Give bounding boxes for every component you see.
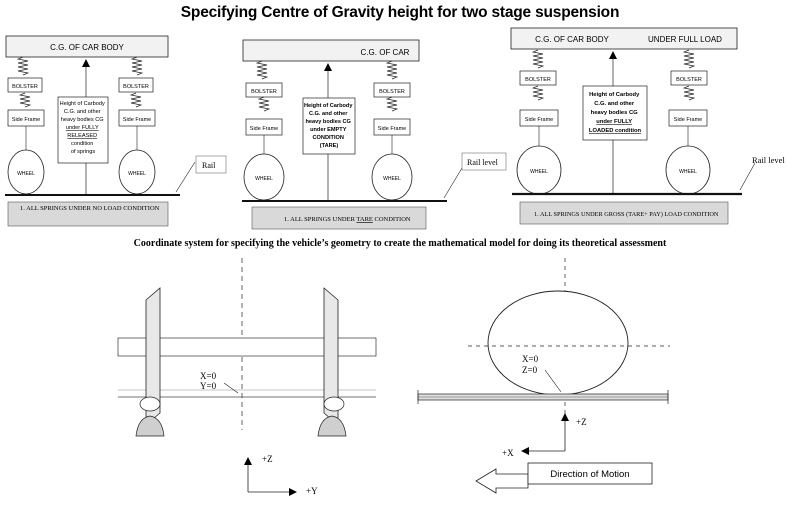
cg-note: Height of Carbody C.G. and other heavy b…: [589, 92, 642, 134]
bolster-right-label: BOLSTER: [379, 89, 405, 95]
origin-pointer: [544, 369, 562, 393]
panel-full-load: C.G. OF CAR BODY UNDER FULL LOAD BOLSTER…: [510, 27, 785, 225]
y-axis-label: +Y: [306, 486, 318, 496]
rail-label-box: [461, 152, 507, 171]
wheel-profile: [487, 290, 629, 396]
spring-upper-right: [682, 49, 696, 69]
origin-x-label: X=0: [200, 371, 217, 381]
spring-lower-right: [682, 85, 696, 101]
bolster-right: [670, 70, 708, 86]
wheel-left-label: WHEEL: [530, 169, 548, 175]
condition-box: [7, 201, 169, 227]
panel-tare: C.G. OF CAR BOLSTER BOLSTER Side Frame S…: [242, 39, 507, 230]
direction-of-motion-label: Direction of Motion: [550, 469, 629, 480]
condition-label: 1. ALL SPRINGS UNDER NO LOAD CONDITION: [20, 205, 160, 212]
wheel-right-label: WHEEL: [383, 176, 401, 182]
rail-pointer: [175, 161, 196, 193]
condition-label: 1. ALL SPRINGS UNDER TARE CONDITION: [284, 216, 411, 223]
bolster-right-label: BOLSTER: [123, 84, 149, 90]
wheel-left-label: WHEEL: [255, 176, 273, 182]
cg-note-box: [302, 97, 356, 155]
spring-upper-right: [130, 56, 144, 76]
bolster-left: [519, 70, 557, 86]
left-side-frame: [145, 287, 161, 426]
condition-box: [251, 206, 427, 230]
car-body-label: C.G. OF CAR BODY: [50, 43, 124, 52]
cg-note: Height of Carbody C.G. and other heavy b…: [60, 101, 107, 155]
car-body-label-2: UNDER FULL LOAD: [648, 35, 722, 44]
side-frame-left-label: Side Frame: [250, 126, 278, 132]
bolster-left-label: BOLSTER: [12, 84, 38, 90]
condition-box: [519, 201, 729, 225]
rail-label: Rail: [202, 161, 216, 170]
wheel-right-label: WHEEL: [128, 171, 146, 177]
cg-note-box: [582, 85, 648, 141]
condition-label: 1. ALL SPRINGS UNDER GROSS (TARE+ PAY) L…: [534, 211, 719, 218]
side-frame-right-label: Side Frame: [123, 117, 151, 123]
wheel-left-label: WHEEL: [17, 171, 35, 177]
side-frame-left-label: Side Frame: [525, 117, 553, 123]
cg-note: Height of Carbody C.G. and other heavy b…: [304, 103, 354, 149]
side-view-coordinates: X=0 Z=0 +Z +X Direction of Motion: [417, 258, 670, 494]
upper-beam: [117, 337, 377, 357]
z-axis-label: +Z: [576, 417, 587, 427]
wheel-right-label: WHEEL: [679, 169, 697, 175]
right-rail: [317, 415, 347, 437]
bolster-right: [118, 77, 154, 93]
rail-label-box: [195, 155, 227, 174]
spring-upper-left: [255, 60, 269, 80]
spring-upper-left: [531, 49, 545, 69]
direction-of-motion-arrow: [475, 468, 529, 494]
side-frame-right-label: Side Frame: [674, 117, 702, 123]
origin-pointer: [223, 382, 239, 394]
car-body: [242, 39, 420, 62]
direction-label-box: [527, 462, 653, 485]
rail-pointer: [443, 167, 463, 199]
spring-lower-left: [18, 92, 32, 108]
panel-no-load: C.G. OF CAR BODY BOLSTER BOLSTER Side Fr…: [5, 35, 227, 227]
rail-pointer: [739, 162, 756, 191]
right-wheel: [323, 396, 345, 412]
bolster-left: [7, 77, 43, 93]
cg-note-box: [57, 96, 109, 164]
rail-label: Rail level: [752, 155, 785, 165]
car-body-label: C.G. OF CAR BODY: [535, 35, 609, 44]
side-frame-left-label: Side Frame: [12, 117, 40, 123]
left-wheel: [139, 396, 161, 412]
side-frame-right-label: Side Frame: [378, 126, 406, 132]
spring-upper-right: [385, 60, 399, 80]
car-body-label: C.G. OF CAR: [361, 48, 410, 57]
origin-y-label: Y=0: [200, 381, 217, 391]
page-title: Specifying Centre of Gravity height for …: [180, 4, 620, 21]
car-body: [510, 27, 738, 50]
subtitle: Coordinate system for specifying the veh…: [133, 238, 667, 249]
bolster-right-label: BOLSTER: [676, 77, 702, 83]
bolster-left-label: BOLSTER: [525, 77, 551, 83]
rail-label: Rail level: [467, 158, 499, 167]
left-rail: [135, 415, 165, 437]
front-view-coordinates: X=0 Y=0 +Z +Y: [117, 258, 377, 496]
bolster-left-label: BOLSTER: [251, 89, 277, 95]
spring-lower-left: [531, 85, 545, 101]
x-axis-label: +X: [502, 448, 514, 458]
origin-x-label: X=0: [522, 354, 539, 364]
spring-lower-right: [385, 96, 399, 112]
origin-z-label: Z=0: [522, 365, 538, 375]
spring-upper-left: [16, 56, 30, 76]
z-axis-label: +Z: [262, 454, 273, 464]
spring-lower-right: [129, 92, 143, 108]
spring-lower-left: [257, 96, 271, 112]
car-body: [5, 35, 169, 58]
